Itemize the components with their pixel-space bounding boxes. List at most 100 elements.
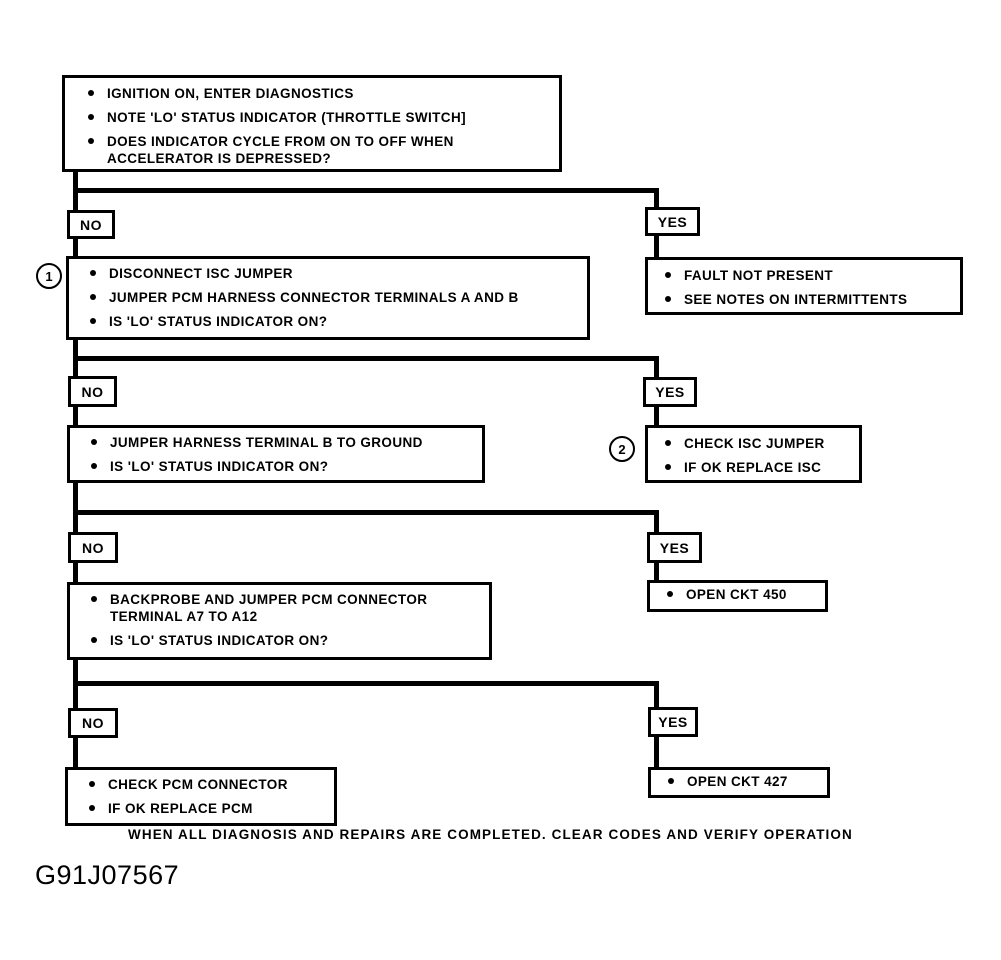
bullet-icon	[88, 114, 94, 120]
step3-yes-box: OPEN CKT 450	[647, 580, 828, 612]
list-item: IGNITION ON, ENTER DIAGNOSTICS	[88, 85, 555, 102]
connector-line	[73, 407, 78, 425]
list-item: IS 'LO' STATUS INDICATOR ON?	[91, 632, 485, 649]
yes-branch-tag-1: YES	[645, 207, 700, 236]
step2-no-box: JUMPER HARNESS TERMINAL B TO GROUND IS '…	[67, 425, 485, 483]
bullet-icon	[89, 781, 95, 787]
bullet-icon	[667, 591, 673, 597]
connector-line	[73, 356, 659, 361]
step4-yes-box: OPEN CKT 427	[648, 767, 830, 798]
connector-line	[654, 407, 659, 425]
no-branch-tag-3: NO	[68, 532, 118, 563]
callout-2: 2	[609, 436, 635, 462]
bullet-icon	[665, 296, 671, 302]
step-text: CHECK PCM CONNECTOR	[108, 777, 288, 792]
step-text: IS 'LO' STATUS INDICATOR ON?	[110, 459, 329, 474]
list-item: IF OK REPLACE PCM	[89, 800, 330, 817]
bullet-icon	[90, 294, 96, 300]
list-item: NOTE 'LO' STATUS INDICATOR (THROTTLE SWI…	[88, 109, 555, 126]
branch-label: YES	[658, 714, 688, 730]
list-item: IS 'LO' STATUS INDICATOR ON?	[90, 313, 583, 330]
list-item: FAULT NOT PRESENT	[665, 267, 956, 284]
list-item: SEE NOTES ON INTERMITTENTS	[665, 291, 956, 308]
bullet-icon	[665, 440, 671, 446]
step-text: IS 'LO' STATUS INDICATOR ON?	[109, 314, 328, 329]
step-text: OPEN CKT 450	[686, 587, 787, 602]
bullet-icon	[91, 596, 97, 602]
connector-line	[73, 188, 659, 193]
step-text: NOTE 'LO' STATUS INDICATOR (THROTTLE SWI…	[107, 110, 466, 125]
branch-label: NO	[82, 539, 104, 556]
start-box: IGNITION ON, ENTER DIAGNOSTICS NOTE 'LO'…	[62, 75, 562, 172]
bullet-icon	[89, 805, 95, 811]
step2-yes-box: CHECK ISC JUMPER IF OK REPLACE ISC	[645, 425, 862, 483]
branch-label: NO	[81, 383, 104, 400]
step-text: FAULT NOT PRESENT	[684, 268, 834, 283]
step4-no-box: CHECK PCM CONNECTOR IF OK REPLACE PCM	[65, 767, 337, 826]
yes-branch-tag-2: YES	[643, 377, 697, 407]
connector-line	[73, 681, 659, 686]
connector-line	[654, 235, 659, 257]
connector-line	[654, 188, 659, 209]
list-item: IF OK REPLACE ISC	[665, 459, 855, 476]
step3-no-box: BACKPROBE AND JUMPER PCM CONNECTOR TERMI…	[67, 582, 492, 660]
connector-line	[73, 562, 78, 582]
step-text: DISCONNECT ISC JUMPER	[109, 266, 293, 281]
callout-number: 2	[618, 441, 626, 457]
connector-line	[654, 737, 659, 767]
step-text: DOES INDICATOR CYCLE FROM ON TO OFF WHEN…	[107, 134, 454, 166]
footer-note: WHEN ALL DIAGNOSIS AND REPAIRS ARE COMPL…	[128, 827, 853, 842]
bullet-icon	[91, 439, 97, 445]
step1-yes-box: FAULT NOT PRESENT SEE NOTES ON INTERMITT…	[645, 257, 963, 315]
connector-line	[73, 238, 78, 257]
step-text: IGNITION ON, ENTER DIAGNOSTICS	[107, 86, 354, 101]
connector-line	[654, 510, 659, 534]
step-text: IS 'LO' STATUS INDICATOR ON?	[110, 633, 329, 648]
bullet-icon	[668, 778, 674, 784]
step-text: OPEN CKT 427	[687, 774, 788, 789]
step-text: JUMPER HARNESS TERMINAL B TO GROUND	[110, 435, 423, 450]
bullet-icon	[665, 464, 671, 470]
connector-line	[73, 510, 659, 515]
list-item: DOES INDICATOR CYCLE FROM ON TO OFF WHEN…	[88, 133, 555, 167]
step-text: IF OK REPLACE ISC	[684, 460, 822, 475]
list-item: IS 'LO' STATUS INDICATOR ON?	[91, 458, 478, 475]
yes-branch-tag-3: YES	[647, 532, 702, 563]
list-item: JUMPER PCM HARNESS CONNECTOR TERMINALS A…	[90, 289, 583, 306]
branch-label: NO	[82, 715, 104, 731]
connector-line	[73, 483, 78, 532]
step-text: CHECK ISC JUMPER	[684, 436, 825, 451]
connector-line	[654, 562, 659, 580]
callout-1: 1	[36, 263, 62, 289]
bullet-icon	[91, 637, 97, 643]
list-item: OPEN CKT 427	[668, 773, 823, 790]
list-item: OPEN CKT 450	[667, 586, 821, 603]
branch-label: YES	[657, 213, 688, 230]
step-text: IF OK REPLACE PCM	[108, 801, 253, 816]
connector-line	[654, 681, 659, 709]
no-branch-tag-1: NO	[67, 210, 115, 239]
bullet-icon	[91, 463, 97, 469]
figure-id: G91J07567	[35, 860, 180, 890]
step-text: JUMPER PCM HARNESS CONNECTOR TERMINALS A…	[109, 290, 519, 305]
callout-number: 1	[45, 268, 53, 284]
step-text: SEE NOTES ON INTERMITTENTS	[684, 292, 908, 307]
branch-label: YES	[655, 384, 685, 400]
list-item: CHECK PCM CONNECTOR	[89, 776, 330, 793]
no-branch-tag-2: NO	[68, 376, 117, 407]
connector-line	[654, 356, 659, 379]
bullet-icon	[88, 90, 94, 96]
no-branch-tag-4: NO	[68, 708, 118, 738]
step-text: BACKPROBE AND JUMPER PCM CONNECTOR TERMI…	[110, 592, 428, 624]
list-item: DISCONNECT ISC JUMPER	[90, 265, 583, 282]
list-item: JUMPER HARNESS TERMINAL B TO GROUND	[91, 434, 478, 451]
connector-line	[73, 738, 78, 767]
branch-label: YES	[659, 539, 690, 556]
list-item: BACKPROBE AND JUMPER PCM CONNECTOR TERMI…	[91, 591, 485, 625]
bullet-icon	[90, 270, 96, 276]
list-item: CHECK ISC JUMPER	[665, 435, 855, 452]
yes-branch-tag-4: YES	[648, 707, 698, 737]
bullet-icon	[90, 318, 96, 324]
bullet-icon	[88, 138, 94, 144]
